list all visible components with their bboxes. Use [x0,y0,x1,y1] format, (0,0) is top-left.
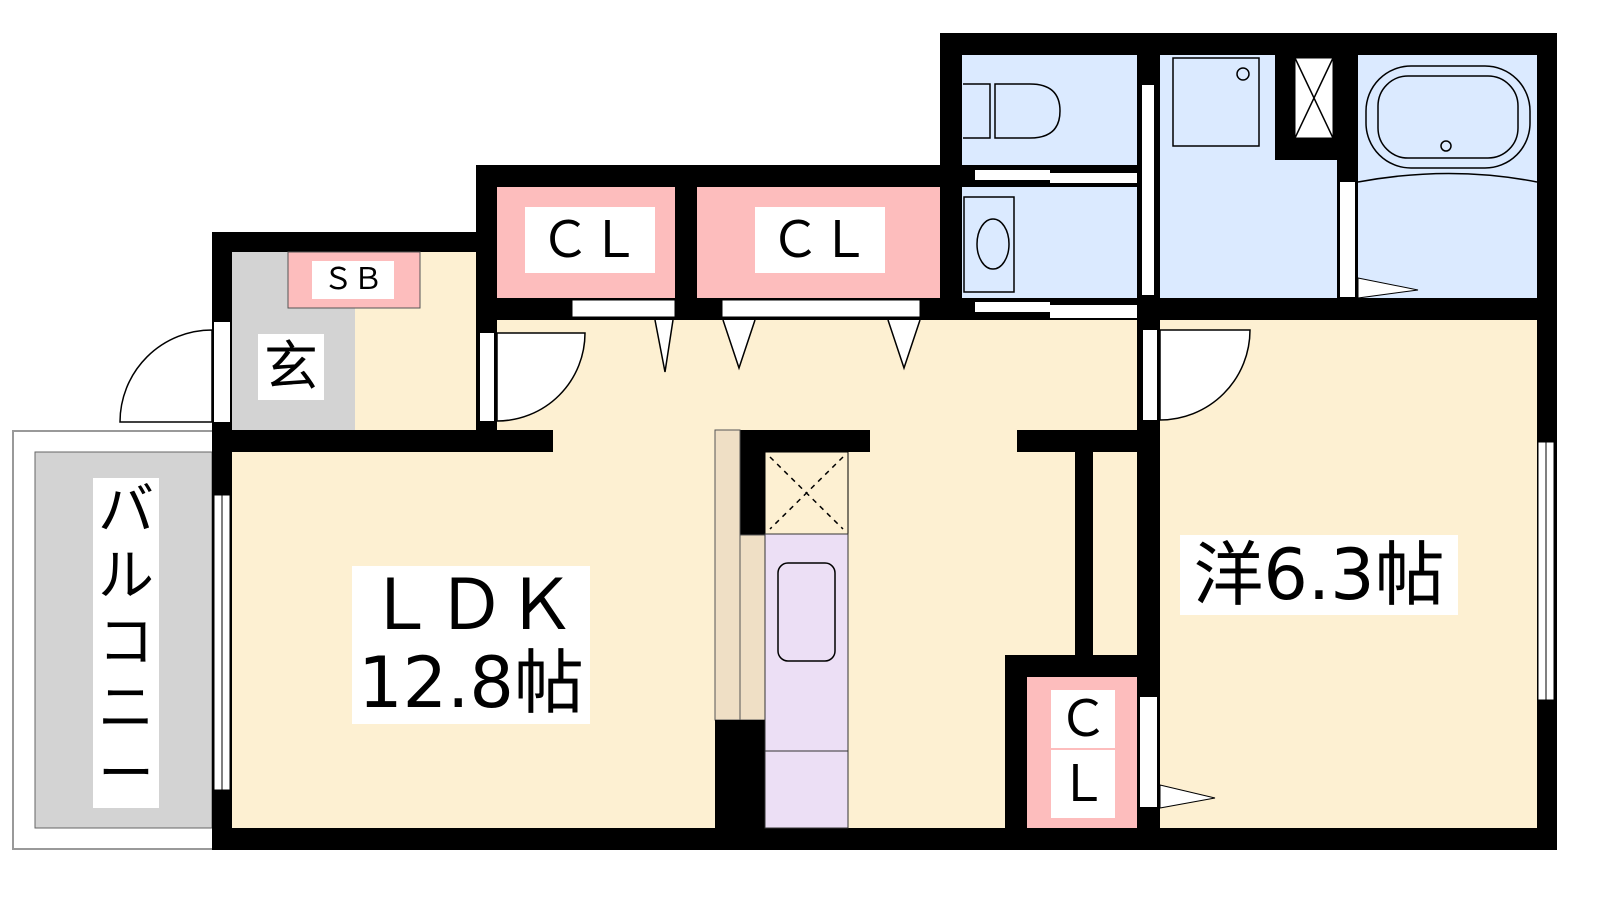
closet-3-label-bottom: Ｌ [1051,750,1115,818]
washbasin-icon [976,218,1010,270]
toilet-sliding-door [975,170,1050,180]
closet-3-label-top: Ｃ [1051,690,1115,748]
bath-door [1340,182,1355,297]
balcony-char: ル [98,544,154,609]
toilet-icon [963,83,1061,139]
wall-kitchen-top [740,430,870,452]
closet-2-door [721,299,921,318]
kitchen-counter-side [739,534,766,721]
front-door-swing [119,329,213,423]
wash-sliding-door-2 [1050,305,1137,318]
western-door-swing [1159,329,1251,421]
closet-3-door [1140,697,1157,807]
bathroom [1358,55,1537,298]
wall-entry-ldk [232,430,553,452]
shoe-box-label: ＳＢ [312,261,394,299]
washroom [962,187,1137,298]
closet-2-label: ＣＬ [755,207,885,273]
balcony-label: バ ル コ ニ ー [93,478,159,808]
wash-sliding-door [975,302,1050,312]
closet-1-label: ＣＬ [525,207,655,273]
kitchen-counter-back [714,429,741,721]
bath-door-swing [1357,277,1419,299]
kitchen-sink-counter [764,533,849,829]
balcony-char: ニ [98,676,154,741]
balcony-char: ー [98,742,154,807]
toilet [962,55,1137,165]
ldk-name: ＬＤＫ [366,564,576,646]
hall-door [480,333,494,421]
wall-kitchen-bottom [715,720,765,850]
closet-1-door [571,299,676,318]
ldk-label: ＬＤＫ 12.8帖 [352,566,590,724]
ldk-size: 12.8帖 [358,642,584,724]
laundry-sliding-door [1142,85,1154,295]
balcony-char: コ [98,610,154,675]
washing-machine-pan [1172,57,1260,147]
bathtub-inner [1377,75,1519,159]
wall-ldk-western [1075,452,1093,657]
front-door [214,322,230,422]
wall-western-top [1017,430,1160,452]
toilet-sliding-door-2 [1050,173,1137,183]
bath-apron [1357,172,1538,183]
sink-icon [777,562,836,662]
western-room-label: 洋6.3帖 [1180,535,1458,615]
washbasin-counter [963,196,1015,293]
hall-door-swing [496,332,586,422]
refrigerator-x [769,456,844,530]
closet-3-door-swing [1159,784,1216,809]
wall-kitchen-side [740,430,765,535]
drain-icon [1236,67,1250,81]
western-door [1143,330,1157,420]
bath-wall [1337,55,1358,180]
pipe-shaft-x [1294,57,1334,139]
folding-door-marks [654,319,921,373]
bath-drain-icon [1440,140,1452,152]
balcony-char: バ [98,478,154,543]
bathtub [1365,65,1531,169]
entrance-label: 玄 [258,334,324,400]
